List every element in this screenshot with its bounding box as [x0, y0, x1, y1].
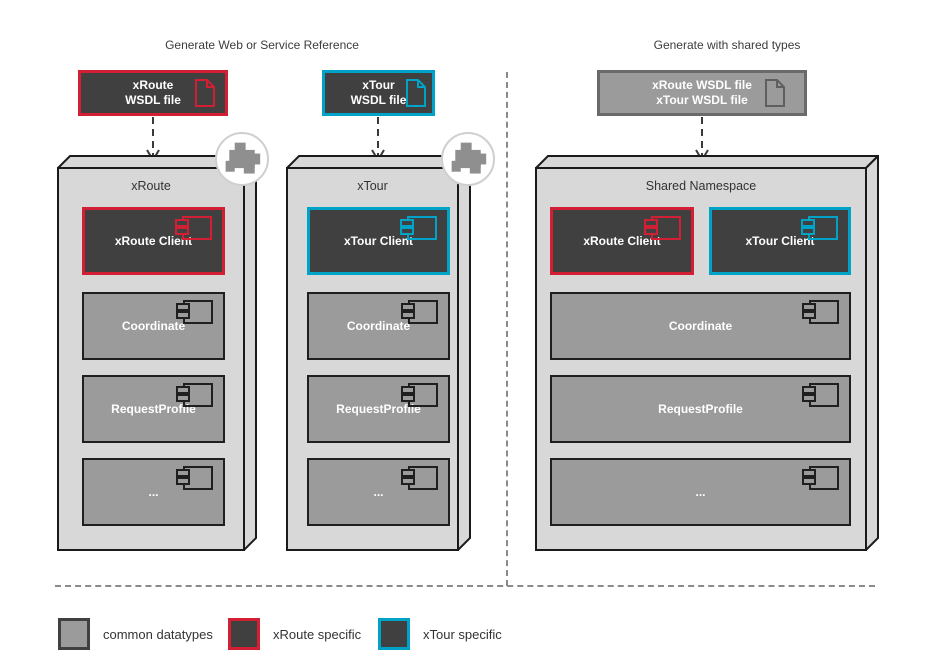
component-port [802, 386, 816, 394]
wsdl-file-xroute-label: xRoute WSDL file [125, 78, 181, 107]
wsdl-file-shared-label: xRoute WSDL file xTour WSDL file [652, 78, 752, 107]
section-title-left: Generate Web or Service Reference [165, 38, 359, 52]
component-box-ellipsis: ... [307, 458, 450, 526]
component-port [176, 303, 190, 311]
component-port [400, 219, 414, 227]
wsdl-file-xtour-label: xTour WSDL file [350, 78, 407, 107]
legend-label: xTour specific [423, 626, 502, 642]
component-port [176, 469, 190, 477]
separator-horizontal-dashed [55, 585, 875, 587]
component-box-xroute-client: xRoute Client [550, 207, 694, 275]
section-title-right: Generate with shared types [653, 38, 801, 52]
component-port [176, 386, 190, 394]
component-port [175, 227, 189, 235]
component-port [176, 477, 190, 485]
component-icon [802, 466, 839, 490]
component-port [401, 469, 415, 477]
component-port [401, 386, 415, 394]
legend-label: xRoute specific [273, 626, 362, 642]
plugin-puzzle-badge [441, 132, 495, 186]
legend-item-common: common datatypes [58, 618, 213, 650]
legend-item-xtour: xTour specific [378, 618, 502, 650]
container-title: Shared Namespace [645, 179, 757, 193]
component-port [801, 219, 815, 227]
container-xtour: xTour xTour Client Coordinate RequestPro… [286, 155, 471, 551]
component-port [802, 477, 816, 485]
component-port [802, 469, 816, 477]
component-port [401, 303, 415, 311]
container-xroute: xRoute xRoute Client Coordinate RequestP… [57, 155, 257, 551]
document-icon [406, 79, 426, 107]
component-icon [644, 216, 681, 240]
component-port [175, 219, 189, 227]
separator-vertical-dashed [506, 72, 508, 586]
document-icon [765, 79, 785, 107]
component-icon [400, 216, 437, 240]
container-title: xTour [357, 179, 388, 193]
wsdl-file-xtour: xTour WSDL file [322, 70, 435, 116]
component-box-xroute-client: xRoute Client [82, 207, 225, 275]
component-box-requestprofile: RequestProfile [307, 375, 450, 443]
component-box-ellipsis: ... [550, 458, 851, 526]
legend-label: common datatypes [103, 626, 213, 642]
puzzle-icon [225, 142, 261, 174]
wsdl-file-shared: xRoute WSDL file xTour WSDL file [597, 70, 807, 116]
component-icon [802, 383, 839, 407]
component-icon [401, 300, 438, 324]
component-port [644, 227, 658, 235]
puzzle-icon [451, 142, 487, 174]
component-icon [802, 300, 839, 324]
component-box-coordinate: Coordinate [550, 292, 851, 360]
component-box-requestprofile: RequestProfile [82, 375, 225, 443]
component-port [400, 227, 414, 235]
component-box-coordinate: Coordinate [307, 292, 450, 360]
component-port [802, 303, 816, 311]
component-box-coordinate: Coordinate [82, 292, 225, 360]
legend-swatch-xroute [228, 618, 260, 650]
component-box-xtour-client: xTour Client [307, 207, 450, 275]
legend-swatch-xtour [378, 618, 410, 650]
component-box-ellipsis: ... [82, 458, 225, 526]
component-port [802, 394, 816, 402]
component-box-xtour-client: xTour Client [709, 207, 851, 275]
component-icon [801, 216, 838, 240]
component-box-requestprofile: RequestProfile [550, 375, 851, 443]
component-icon [176, 383, 213, 407]
component-port [401, 477, 415, 485]
container-shared-namespace: Shared Namespace xRoute Client xTour Cli… [535, 155, 879, 551]
document-icon [195, 79, 215, 107]
component-port [401, 311, 415, 319]
component-port [802, 311, 816, 319]
component-port [176, 394, 190, 402]
legend-item-xroute: xRoute specific [228, 618, 361, 650]
component-icon [176, 466, 213, 490]
wsdl-file-xroute: xRoute WSDL file [78, 70, 228, 116]
component-port [401, 394, 415, 402]
component-icon [401, 466, 438, 490]
component-icon [401, 383, 438, 407]
component-port [801, 227, 815, 235]
component-icon [176, 300, 213, 324]
container-title: xRoute [131, 179, 171, 193]
component-port [644, 219, 658, 227]
component-icon [175, 216, 212, 240]
component-port [176, 311, 190, 319]
legend-swatch-common [58, 618, 90, 650]
plugin-puzzle-badge [215, 132, 269, 186]
